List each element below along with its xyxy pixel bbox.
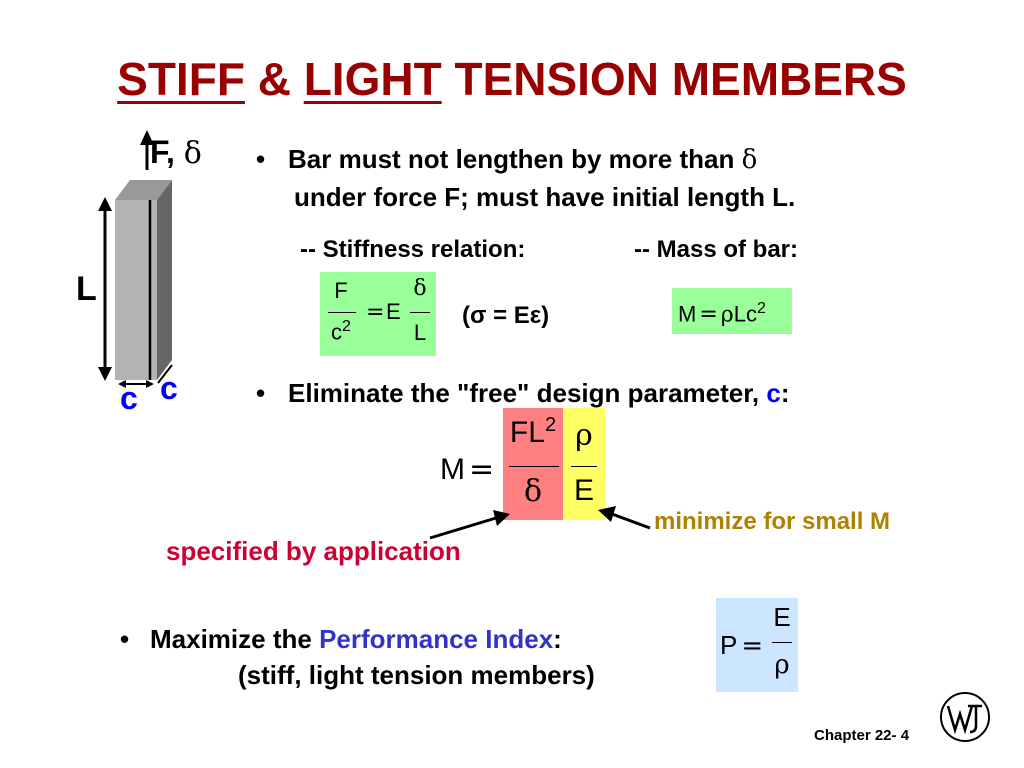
minimize-arrow (611, 512, 651, 530)
bullet3-text: Maximize the Performance Index: (150, 624, 562, 654)
chapter-label: Chapter 22- 4 (814, 727, 910, 744)
stiff-L: L (413, 320, 427, 345)
force-label: F, δ (150, 134, 202, 171)
specified-arrow-head (493, 510, 510, 526)
performance-index-formula: P= E ρ (716, 598, 798, 692)
bar-side-face (157, 180, 172, 380)
stiff-fraction-line-2 (410, 312, 430, 313)
perf-fraction-line (772, 642, 792, 643)
title-light: LIGHT (303, 53, 442, 105)
stiff-equals: = (366, 300, 385, 325)
sigma-relation: (σ = Eε) (462, 302, 550, 329)
bullet3-sub: (stiff, light tension members) (238, 660, 595, 690)
specified-arrow (429, 516, 497, 540)
bullet2-text: Eliminate the "free" design parameter, c… (288, 378, 790, 408)
stiffness-formula: F c2 = E δ L (320, 272, 436, 356)
minimize-annotation: minimize for small M (654, 508, 891, 535)
stiff-F: F (334, 278, 348, 303)
specified-group: FL2 δ (503, 408, 563, 520)
width-arrow-right (146, 380, 154, 388)
formula-E: E (573, 474, 594, 507)
perf-rho: ρ (774, 650, 790, 680)
mass-label: -- Mass of bar: (634, 236, 799, 263)
bullet-dot-2: • (256, 378, 266, 408)
formula-M: M= (440, 452, 495, 487)
bar-top-face (115, 180, 172, 200)
formula-FL2: FL2 (509, 414, 557, 449)
length-label: L (76, 270, 97, 308)
c-label-side: c (160, 370, 178, 406)
formula-delta: δ (523, 474, 543, 509)
bullet1-line1: Bar must not lengthen by more than δ (288, 144, 758, 175)
slide-title: STIFF & LIGHT TENSION MEMBERS (0, 52, 1024, 106)
bullet-dot-3: • (120, 624, 130, 654)
stiff-delta: δ (413, 276, 427, 301)
perf-E: E (773, 602, 791, 632)
stiff-c2: c2 (331, 318, 351, 345)
stiff-E: E (386, 299, 401, 324)
specified-annotation: specified by application (166, 536, 461, 566)
force-arrow-head (140, 130, 154, 145)
perf-P: P= (720, 630, 764, 661)
bar-diagram (98, 130, 173, 388)
depth-arrow (157, 364, 173, 384)
bullet1-line2: under force F; must have initial length … (294, 182, 796, 212)
formula-fraction-line-2 (571, 466, 597, 467)
length-arrow-top (98, 197, 112, 211)
title-rest: TENSION MEMBERS (441, 53, 907, 105)
stiff-fraction-line-1 (328, 312, 356, 313)
formula-fraction-line-1 (509, 466, 559, 467)
minimize-arrow-head (598, 506, 616, 522)
title-stiff: STIFF (117, 53, 245, 105)
stiffness-label: -- Stiffness relation: (300, 236, 526, 263)
formula-rho: ρ (575, 418, 593, 453)
title-amp: & (244, 53, 304, 105)
mass-expression: M=ρLc2 (678, 300, 766, 328)
c-label-bottom: c (120, 380, 138, 416)
publisher-logo-icon (940, 692, 990, 742)
bullet-dot-1: • (256, 144, 266, 174)
width-arrow-left (118, 380, 126, 388)
length-arrow-bottom (98, 367, 112, 381)
mass-formula: M=ρLc2 (672, 288, 792, 334)
material-group: ρ E (563, 408, 605, 520)
